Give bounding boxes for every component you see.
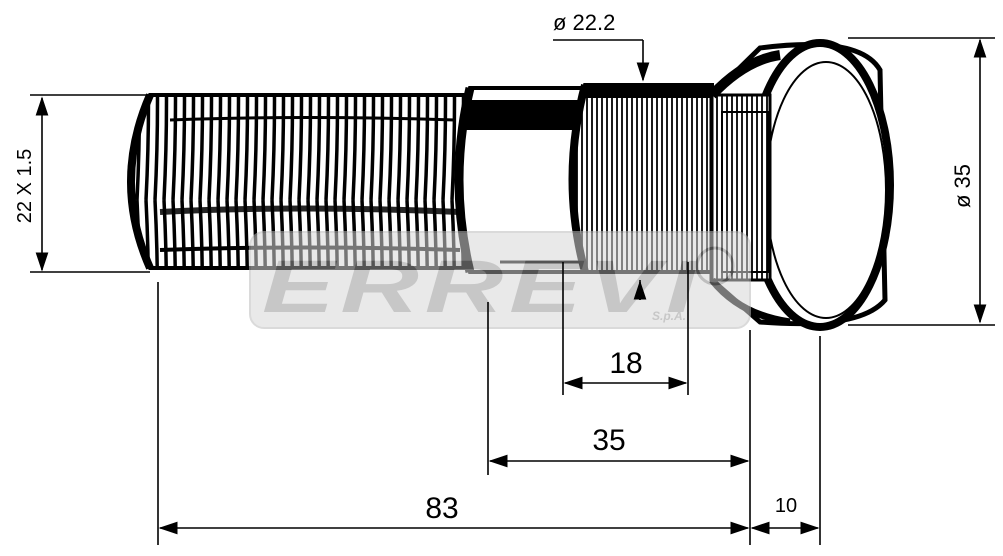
knurl-length-label: 18 (609, 347, 642, 380)
overall-length-label: 83 (425, 492, 458, 525)
stud-body (127, 39, 894, 331)
dimension-lines (30, 37, 995, 545)
shank-diameter-label: ø 22.2 (553, 10, 615, 35)
stud-head (708, 39, 894, 331)
head-diameter-label: ø 35 (950, 164, 975, 208)
registered-mark-icon (695, 246, 735, 286)
under-head-length-label: 35 (592, 424, 625, 457)
watermark-brand: ERREVI (262, 245, 702, 328)
watermark-suffix: S.p.A. (652, 309, 686, 323)
thread-dimension-label: 22 X 1.5 (14, 149, 36, 224)
head-height-label: 10 (775, 495, 797, 517)
brand-watermark: ERREVI S.p.A. (249, 231, 751, 329)
